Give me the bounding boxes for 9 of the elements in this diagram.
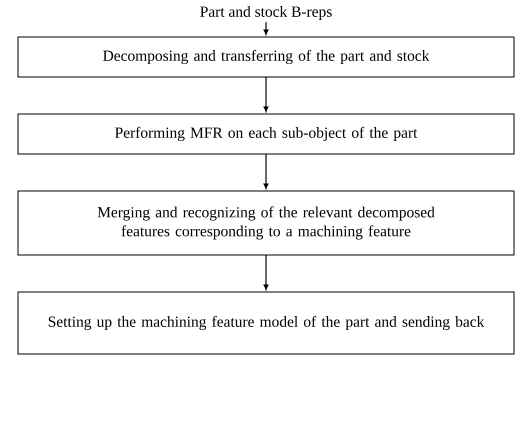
arrow (264, 22, 268, 35)
process-box: Setting up the machining feature model of the part and sending back (18, 291, 514, 354)
input-label: Part and stock B-reps (200, 6, 332, 20)
arrow (264, 255, 268, 290)
arrow (264, 77, 268, 112)
process-box: Merging and recognizing of the relevant decomposed features corresponding to a machining feature (18, 190, 514, 256)
arrow (264, 154, 268, 189)
process-box: Performing MFR on each sub-object of the part (18, 113, 514, 154)
process-box: Decomposing and transferring of the part and stock (18, 36, 514, 78)
